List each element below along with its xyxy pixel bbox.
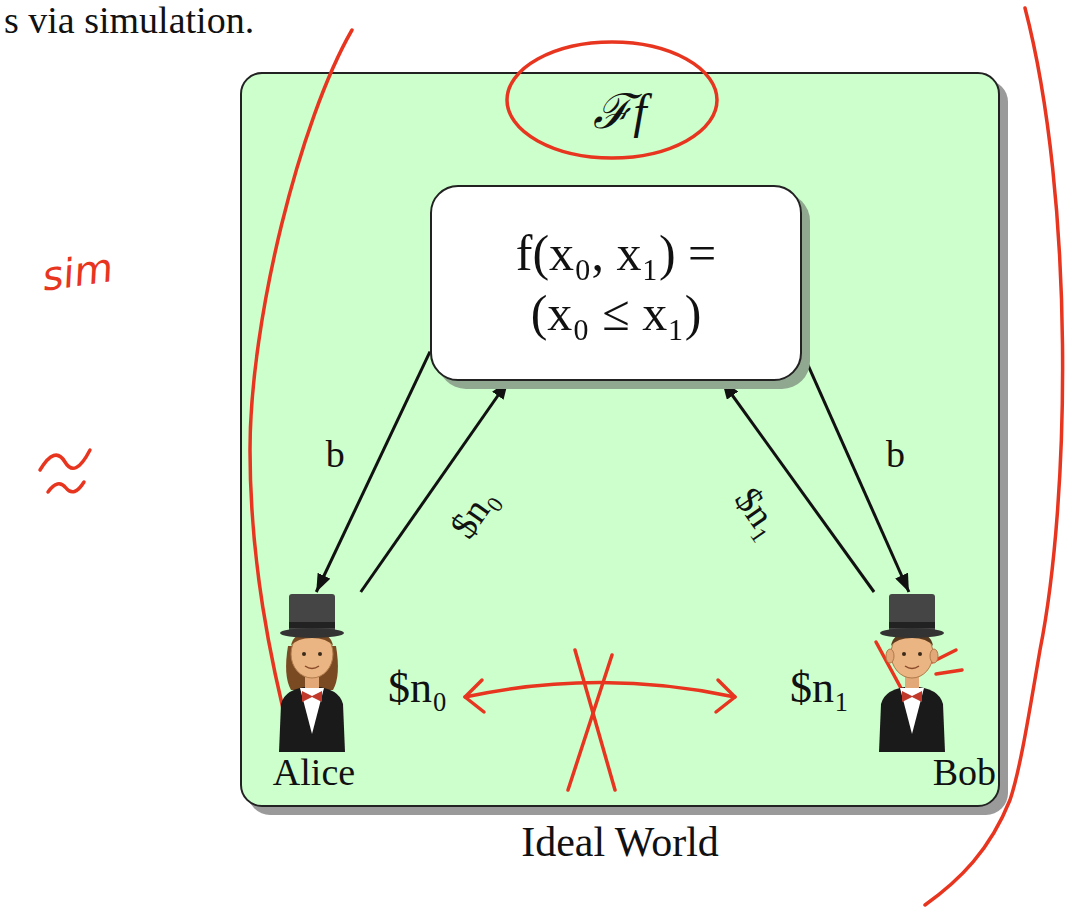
handwritten-note: sim — [39, 245, 115, 298]
eye — [902, 652, 906, 656]
functionality-name: ℱf — [242, 86, 998, 139]
arrow-head — [465, 680, 484, 712]
functionality-box: f(x₀, x₁) = (x₀ ≤ x₁) — [430, 185, 802, 381]
bow-tie — [902, 691, 922, 702]
edge-label: $n₀ — [441, 477, 508, 548]
party-figure: Bob — [862, 592, 996, 796]
arrow — [722, 381, 874, 592]
mouth — [905, 666, 919, 669]
ear — [886, 649, 894, 663]
party-name: Alice — [257, 752, 371, 794]
arrow-head — [716, 680, 735, 712]
eye — [318, 652, 322, 656]
approx-squiggle — [40, 450, 90, 470]
edge-label: b — [323, 434, 348, 476]
cross-out — [575, 650, 615, 790]
hat-band — [889, 622, 935, 628]
ear — [930, 649, 938, 663]
ideal-world-box: ℱfIdeal Worldf(x₀, x₁) = (x₀ ≤ x₁)AliceB… — [240, 72, 1000, 807]
cross-out — [568, 655, 612, 790]
shirt — [900, 688, 924, 734]
bow-tie — [302, 691, 322, 702]
scribble — [936, 670, 962, 674]
hat-brim — [880, 628, 944, 638]
hat-band — [289, 622, 335, 628]
arrow — [361, 381, 508, 592]
eye — [918, 652, 922, 656]
page-text: s via simulation. — [4, 0, 254, 42]
person-figure — [867, 592, 957, 752]
hat-crown — [289, 594, 335, 632]
party-figure: Alice — [257, 592, 371, 796]
shirt — [300, 688, 324, 734]
person-figure — [267, 592, 357, 752]
world-title: Ideal World — [242, 819, 998, 865]
edge-label: b — [883, 434, 908, 476]
money-amount: $n₁ — [790, 664, 849, 712]
mouth — [305, 666, 319, 669]
double-arrow — [465, 683, 735, 698]
approx-squiggle — [48, 482, 84, 492]
tuxedo — [879, 686, 945, 752]
money-amount: $n₀ — [388, 664, 447, 712]
edge-label: $n₁ — [724, 477, 791, 548]
party-name: Bob — [862, 752, 996, 794]
tuxedo — [279, 686, 345, 752]
arrow — [316, 352, 430, 592]
eye — [302, 652, 306, 656]
hat-brim — [280, 628, 344, 638]
left-bracket-curve — [250, 30, 352, 745]
function-formula: f(x₀, x₁) = (x₀ ≤ x₁) — [514, 223, 718, 343]
arrow — [802, 352, 909, 592]
hat-crown — [889, 594, 935, 632]
